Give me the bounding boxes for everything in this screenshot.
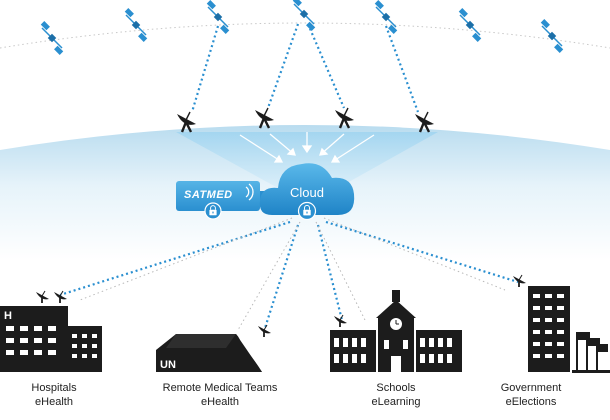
convergence-arrows — [239, 132, 375, 163]
hospital-sign: H — [4, 310, 12, 322]
wifi-icon — [245, 183, 254, 201]
satellite-icon — [458, 7, 482, 43]
satellite-uplinks — [190, 23, 420, 113]
dish-antenna-icon — [253, 106, 276, 130]
school-icon — [330, 290, 462, 372]
dish-antenna-icon — [512, 274, 527, 288]
uplink-cone — [176, 132, 438, 188]
site-name: Hospitals — [31, 382, 77, 394]
cloud-label: Cloud — [290, 185, 324, 200]
site-caption-hospitals: Hospitals eHealth — [0, 381, 129, 409]
site-caption-government: Government eElections — [456, 381, 606, 409]
site-service: eHealth — [35, 396, 73, 408]
un-label: UN — [160, 359, 176, 371]
satellite-icon — [540, 18, 564, 54]
satellite-icon — [292, 0, 316, 32]
satmed-hub: SATMED — [176, 181, 272, 220]
site-caption-remote-medical-teams: Remote Medical Teams eHealth — [145, 381, 295, 409]
field-tent-icon: UN — [156, 324, 272, 372]
distribution-links — [59, 220, 519, 329]
satellite-icon — [374, 0, 398, 35]
site-name: Government — [500, 382, 562, 394]
hospital-icon: H — [0, 290, 102, 372]
site-service: eLearning — [371, 396, 421, 408]
site-service: eHealth — [201, 396, 239, 408]
site-name: Schools — [376, 382, 416, 394]
distribution-links-faint — [79, 217, 506, 331]
satellite-icon — [124, 7, 148, 43]
dish-antenna-icon — [257, 324, 272, 338]
satmed-label: SATMED — [184, 189, 233, 201]
government-building-icon — [512, 274, 610, 373]
orbit-arc — [0, 22, 610, 49]
satellite-icon — [206, 0, 230, 35]
satellite-icon — [40, 20, 64, 56]
dish-antenna-icon — [35, 290, 50, 304]
dish-antenna-icon — [333, 106, 356, 130]
flag-icon — [572, 332, 610, 373]
dish-antenna-icon — [333, 314, 348, 328]
cloud-icon: Cloud — [259, 163, 355, 221]
satellites — [40, 0, 564, 56]
site-name: Remote Medical Teams — [162, 382, 278, 394]
site-service: eElections — [505, 396, 557, 408]
site-caption-schools: Schools eLearning — [321, 381, 471, 409]
